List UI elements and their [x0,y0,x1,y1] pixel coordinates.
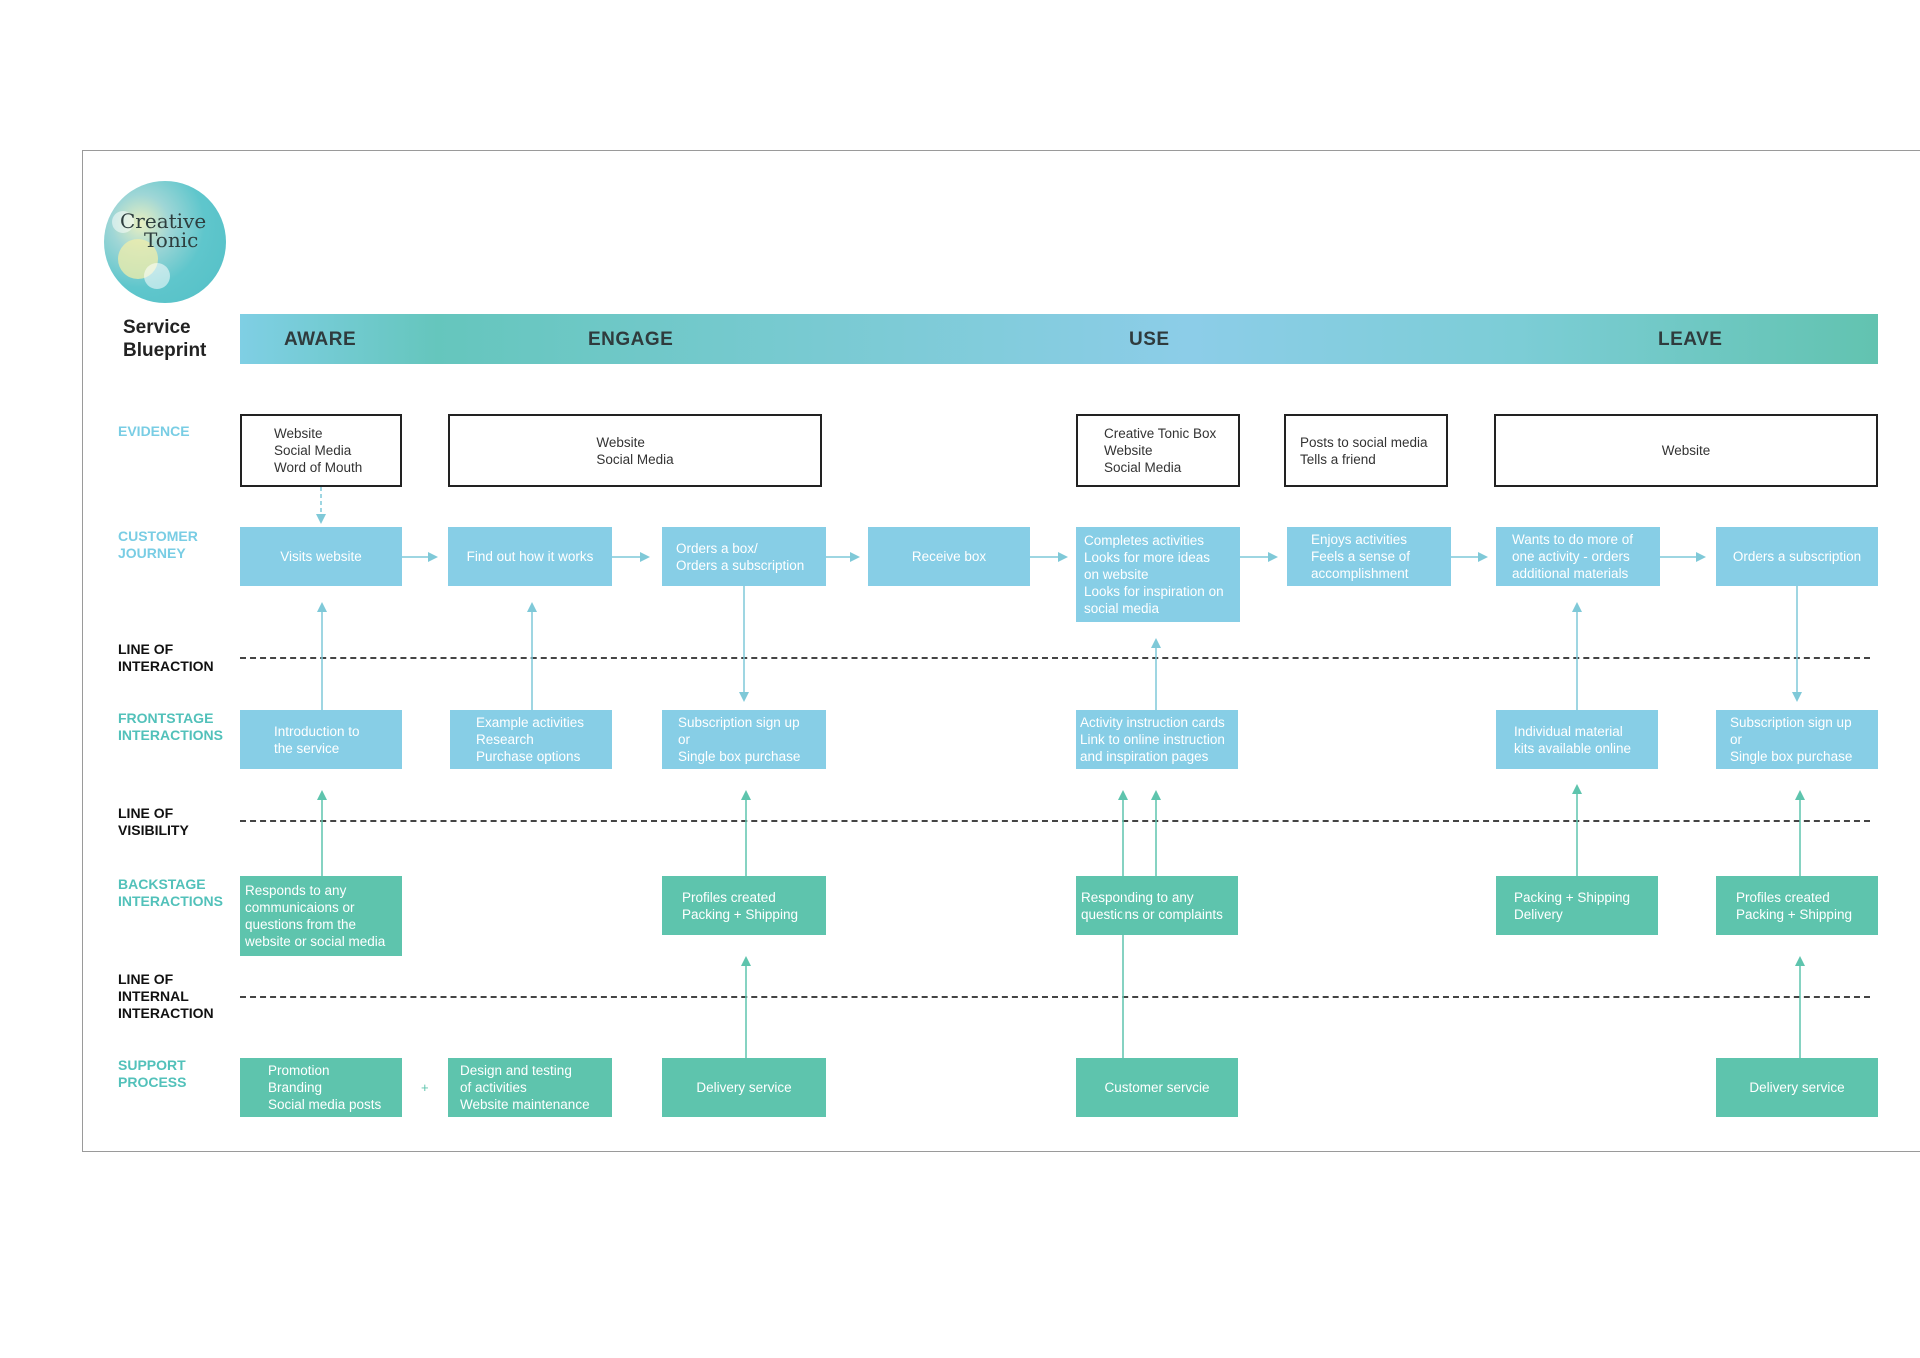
journey-step: Orders a subscription [1716,527,1878,586]
line-of-interaction [240,657,1870,659]
journey-step: Visits website [240,527,402,586]
logo-text-line1: Creative [120,209,207,233]
evidence-box: Posts to social media Tells a friend [1284,414,1448,487]
frontstage-box: Individual material kits available onlin… [1496,710,1658,769]
logo-text-line2: Tonic [144,228,199,252]
phase-engage: ENGAGE [588,329,674,350]
blueprint-frame [82,150,1920,1152]
evidence-box: Creative Tonic Box Website Social Media [1076,414,1240,487]
phase-bar: AWARE ENGAGE USE LEAVE [240,314,1878,364]
support-box: Delivery service [1716,1058,1878,1117]
journey-step: Find out how it works [448,527,612,586]
label-support: SUPPORT PROCESS [118,1057,187,1090]
label-evidence: EVIDENCE [118,423,190,439]
plus-sign: + [421,1080,429,1095]
frontstage-box: Introduction to the service [240,710,402,769]
label-backstage: BACKSTAGE INTERACTIONS [118,876,223,909]
phase-use: USE [1129,329,1170,350]
backstage-box: Profiles created Packing + Shipping [662,876,826,935]
evidence-box: Website [1494,414,1878,487]
label-customer-journey: CUSTOMER JOURNEY [118,528,198,561]
frontstage-box: Subscription sign up or Single box purch… [1716,710,1878,769]
support-box: Promotion Branding Social media posts [240,1058,402,1117]
title-line2: Blueprint [123,340,207,361]
support-box: Customer servcie [1076,1058,1238,1117]
frontstage-box: Example activities Research Purchase opt… [450,710,612,769]
label-line-of-interaction: LINE OF INTERACTION [118,641,214,674]
backstage-box: Profiles created Packing + Shipping [1716,876,1878,935]
journey-step: Orders a box/ Orders a subscription [662,527,826,586]
support-box: Delivery service [662,1058,826,1117]
label-line-of-internal-interaction: LINE OF INTERNAL INTERACTION [118,971,214,1021]
backstage-box: Responds to any communicaions or questio… [240,876,402,956]
frontstage-box: Activity instruction cards Link to onlin… [1076,710,1238,769]
label-line-of-visibility: LINE OF VISIBILITY [118,805,189,838]
phase-aware: AWARE [284,329,357,350]
journey-step: Receive box [868,527,1030,586]
journey-step: Enjoys activities Feels a sense of accom… [1287,527,1451,586]
backstage-box: Packing + Shipping Delivery [1496,876,1658,935]
creative-tonic-logo: Creative Tonic [104,181,226,303]
line-of-internal-interaction [240,996,1870,998]
label-frontstage: FRONTSTAGE INTERACTIONS [118,710,223,743]
frontstage-box: Subscription sign up or Single box purch… [662,710,826,769]
evidence-box: Website Social Media [448,414,822,487]
evidence-box: Website Social Media Word of Mouth [240,414,402,487]
title-line1: Service [123,317,191,338]
line-of-visibility [240,820,1870,822]
phase-leave: LEAVE [1658,329,1723,350]
journey-step: Wants to do more of one activity - order… [1496,527,1660,586]
journey-step: Completes activities Looks for more idea… [1076,527,1240,622]
page-title: Service Blueprint [123,316,206,362]
backstage-box: Responding to any questions or complaint… [1076,876,1238,935]
support-box: Design and testing of activities Website… [448,1058,612,1117]
